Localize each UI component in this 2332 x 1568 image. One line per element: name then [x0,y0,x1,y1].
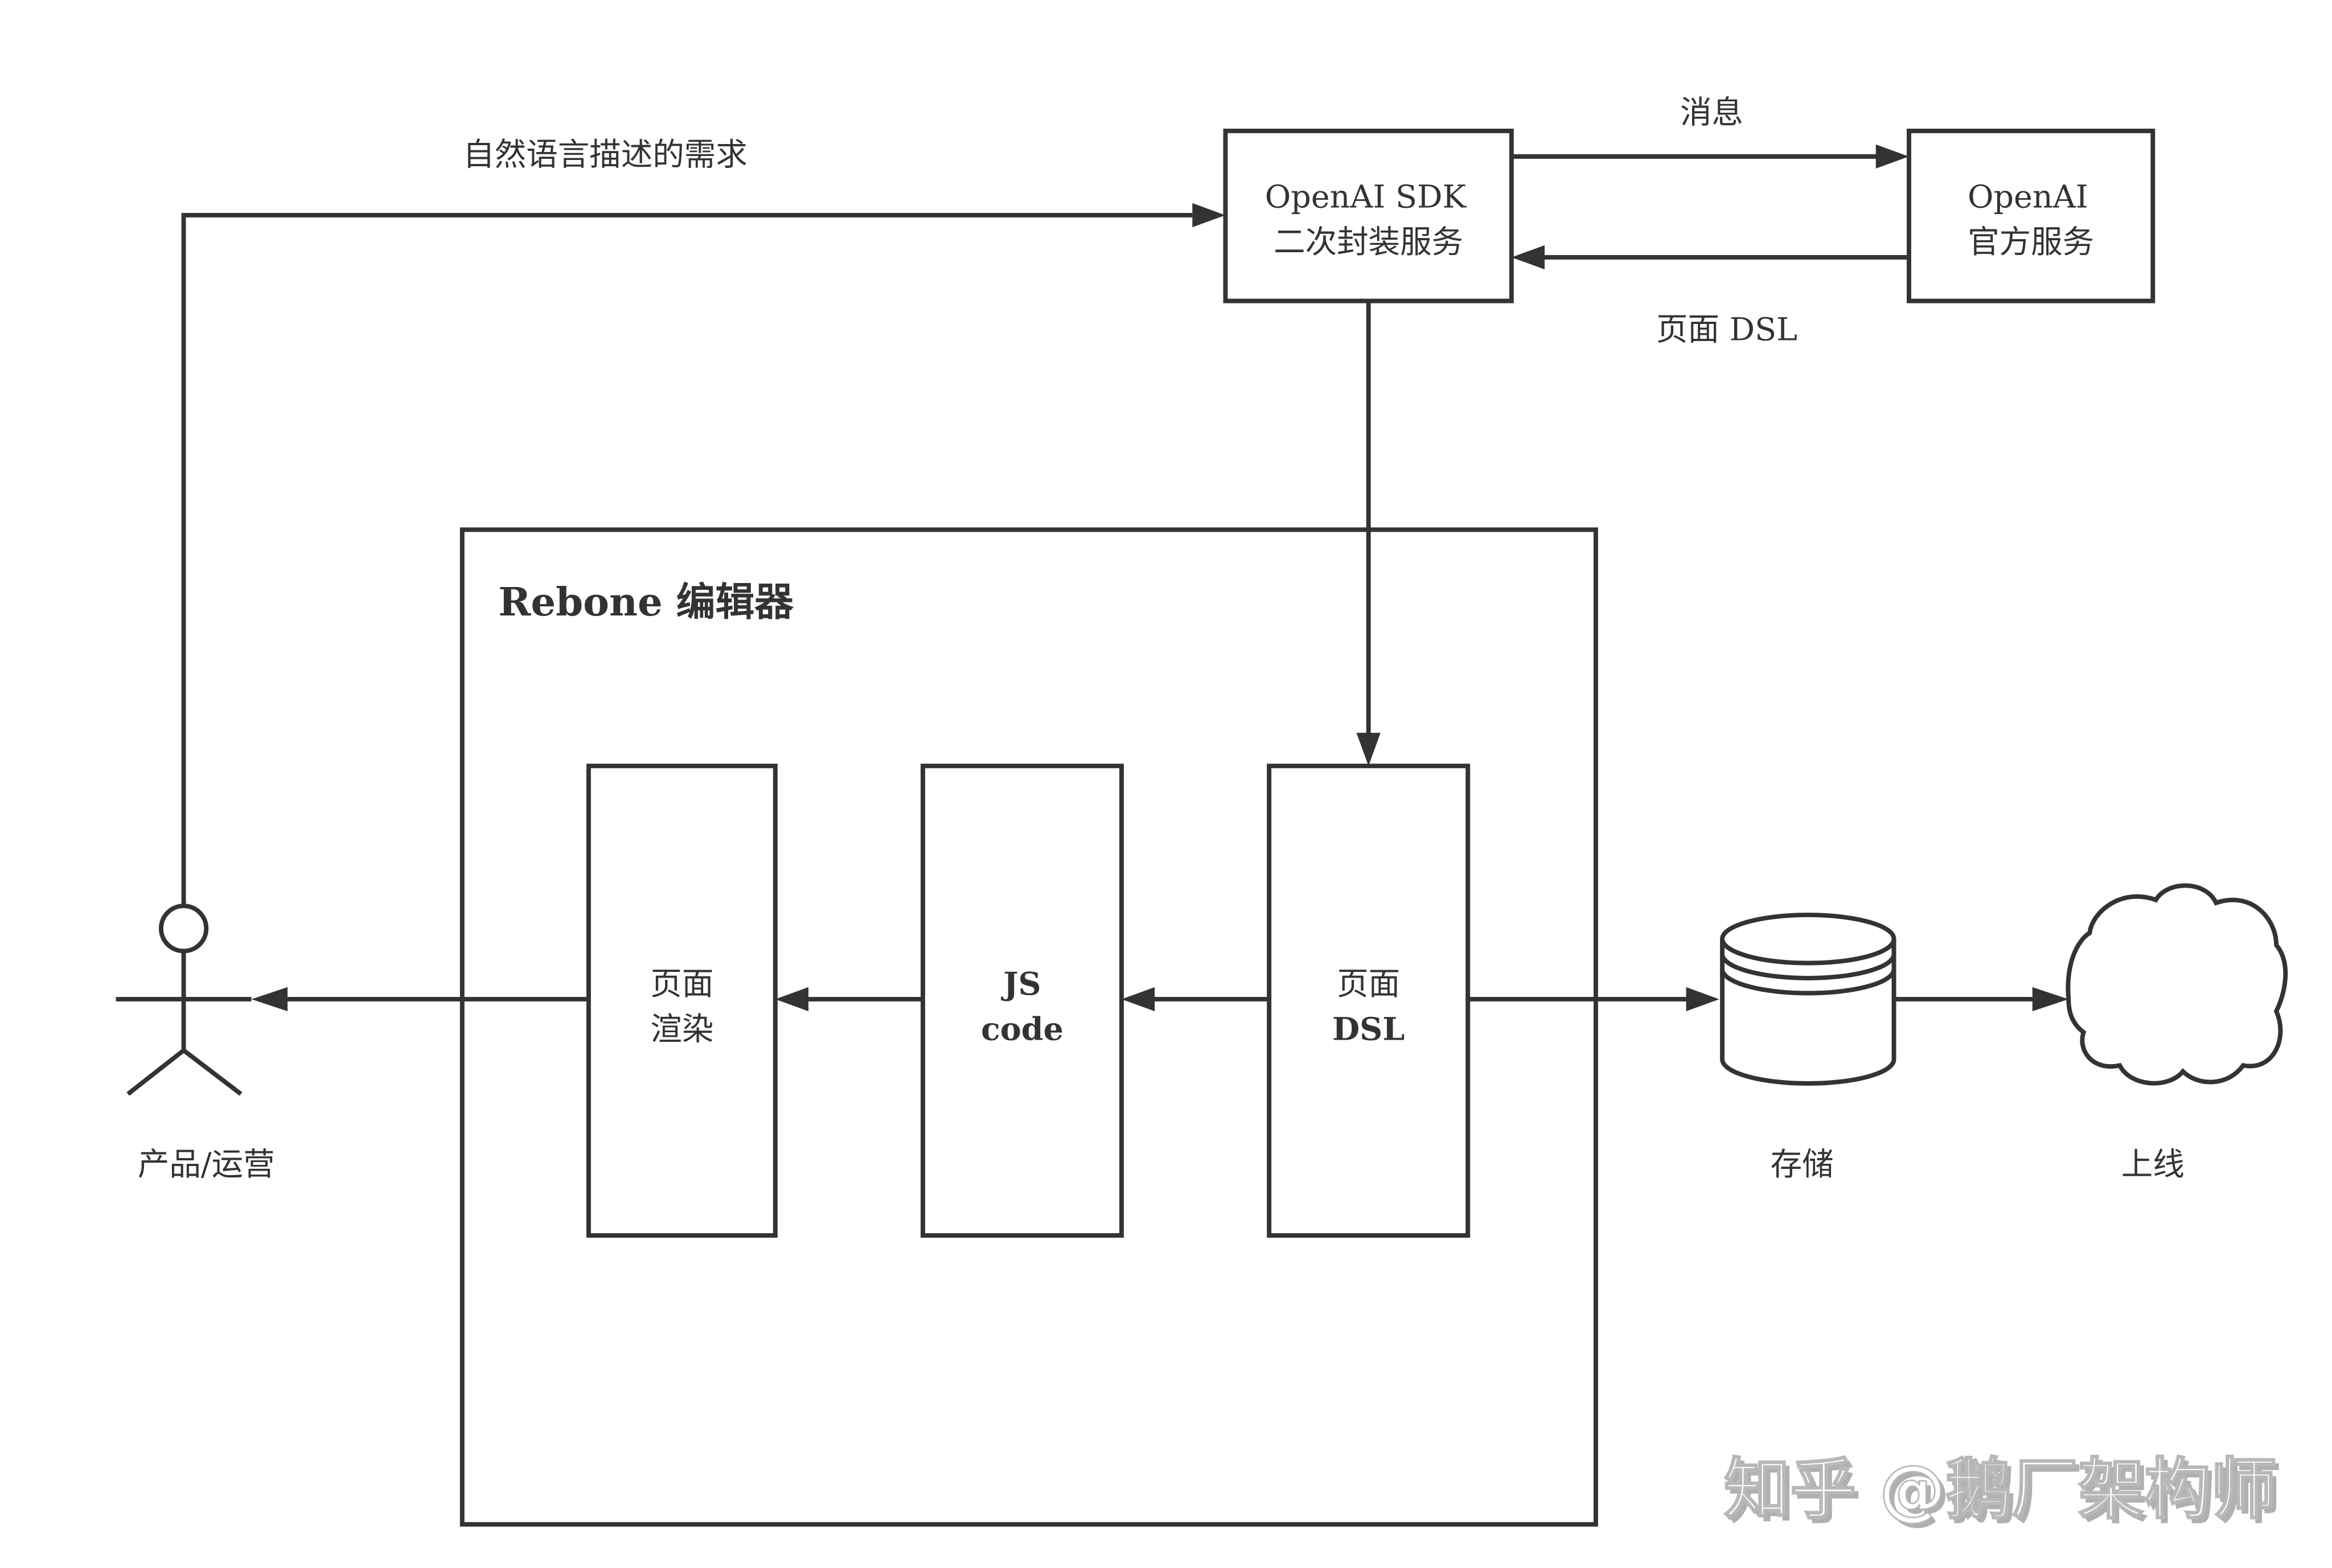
render-box-line2: 渲染 [650,1011,713,1048]
arrowhead-icon [1121,987,1155,1012]
edge-render-to-actor [251,987,589,1012]
js-box-line2: code [981,1011,1064,1048]
arrowhead-icon [1511,245,1545,270]
watermark: 知乎 @鹅厂架构师 知乎 @鹅厂架构师 [1723,1451,2281,1533]
render-box-line1: 页面 [650,966,713,1003]
sdk-service-box[interactable]: OpenAI SDK 二次封装服务 [1223,128,1514,303]
page-dsl-box[interactable]: 页面 DSL [1267,764,1471,1238]
storage-node[interactable]: 存储 [1720,912,1896,1183]
dsl-box-line2: DSL [1332,1011,1405,1048]
arrowhead-icon [1356,733,1381,766]
arrowhead-icon [1192,203,1226,228]
sdk-service-line1: OpenAI SDK [1265,179,1467,216]
edge-message: 消息 [1511,95,1909,169]
edge-page-dsl-response: 页面 DSL [1511,245,1909,348]
render-box[interactable]: 页面 渲染 [586,764,778,1238]
actor-label: 产品/运营 [138,1146,275,1183]
dsl-box-line1: 页面 [1337,966,1400,1003]
watermark-shadow: 知乎 @鹅厂架构师 [1729,1456,2281,1533]
edge-label-message: 消息 [1680,95,1743,132]
js-code-box[interactable]: JS code [920,764,1124,1238]
official-service-line1: OpenAI [1968,179,2088,216]
edge-storage-to-online [1894,987,2069,1012]
edge-sdk-to-dsl [1356,301,1381,766]
storage-label: 存储 [1771,1146,1834,1183]
database-cylinder-icon [1720,912,1896,1086]
cloud-icon [2066,883,2288,1086]
official-service-box[interactable]: OpenAI 官方服务 [1906,128,2156,303]
online-node[interactable]: 上线 [2066,883,2288,1183]
edge-label-requirement: 自然语言描述的需求 [463,137,748,174]
edge-label-page-dsl: 页面 DSL [1656,311,1797,348]
actor[interactable]: 产品/运营 [116,904,275,1183]
edge-js-to-render [775,987,923,1012]
watermark-text: 知乎 @鹅厂架构师 [1724,1451,2277,1528]
edge-dsl-to-js [1121,987,1270,1012]
arrowhead-icon [775,987,808,1012]
edge-dsl-to-storage [1468,987,1719,1012]
arrowhead-icon [2032,987,2069,1012]
js-box-line1: JS [1000,966,1041,1003]
editor-title: Rebone 编辑器 [498,579,794,625]
stick-figure-actor-icon [116,904,252,1096]
official-service-line2: 官方服务 [1968,224,2094,261]
arrowhead-icon [1686,987,1719,1012]
arrowhead-icon [1875,144,1909,169]
arrowhead-icon [251,987,288,1012]
edge-requirement: 自然语言描述的需求 [181,137,1226,906]
sdk-service-line2: 二次封装服务 [1274,224,1463,261]
online-label: 上线 [2121,1146,2185,1183]
